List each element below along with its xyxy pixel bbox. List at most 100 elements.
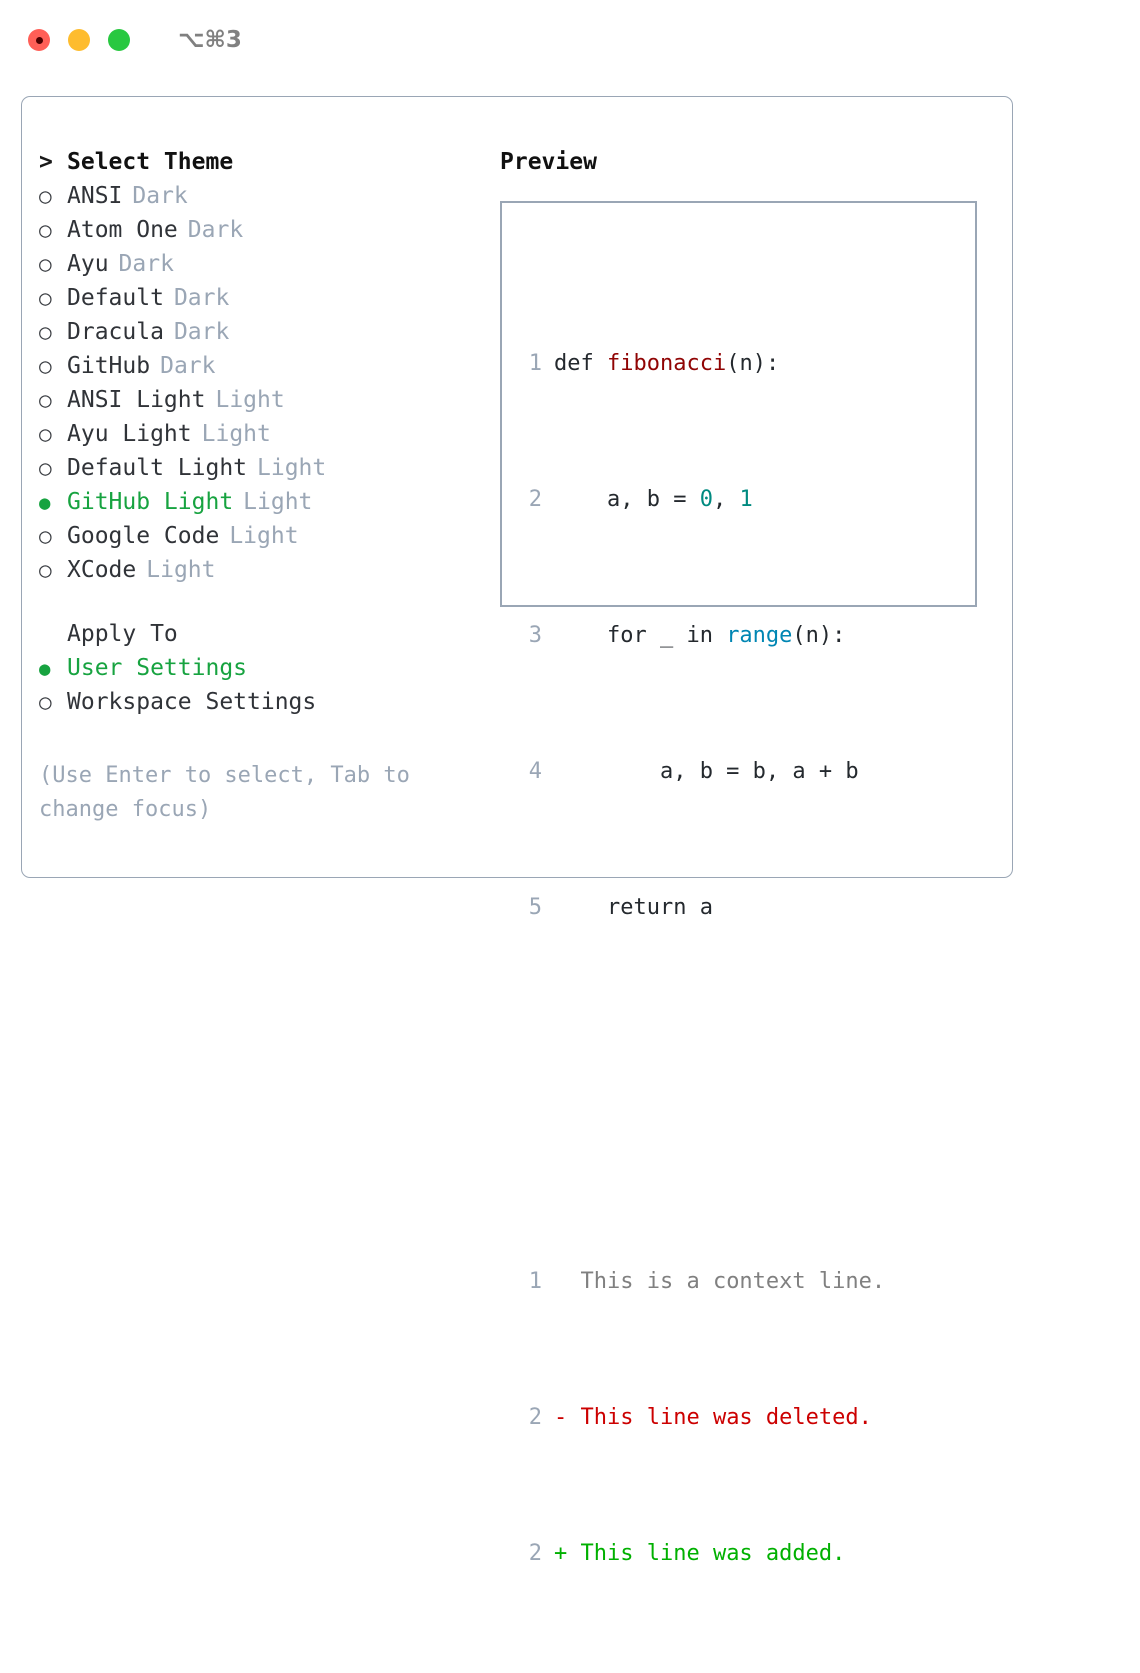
traffic-light-group — [28, 29, 130, 51]
code-blank-line — [516, 1027, 885, 1061]
code-token: (n): — [726, 351, 780, 376]
theme-option-label: XCode — [67, 557, 137, 583]
theme-option-tag: Light — [201, 421, 271, 447]
code-token: return a — [554, 895, 713, 920]
theme-option-default-dark[interactable]: ○ Default Dark — [39, 281, 479, 315]
theme-option-label: Default — [67, 285, 164, 311]
code-line: 3 for _ in range(n): — [516, 619, 885, 653]
radio-unselected-icon: ○ — [39, 184, 52, 208]
title-bar: ⌥⌘3 — [0, 0, 1140, 80]
radio-unselected-icon: ○ — [39, 286, 52, 310]
theme-option-label: Dracula — [67, 319, 164, 345]
maximize-window-button[interactable] — [108, 29, 130, 51]
theme-option-default-light[interactable]: ○ Default Light Light — [39, 451, 479, 485]
theme-option-xcode[interactable]: ○ XCode Light — [39, 553, 479, 587]
code-line: 5 return a — [516, 891, 885, 925]
diff-marker: - — [554, 1405, 568, 1430]
code-token: a, b = b, a + b — [554, 759, 859, 784]
theme-option-label: Default Light — [67, 455, 248, 481]
line-number: 2 — [528, 1541, 542, 1566]
radio-unselected-icon: ○ — [39, 690, 52, 714]
code-token: for _ in — [554, 623, 727, 648]
diff-line-context: 1 This is a context line. — [516, 1265, 885, 1299]
line-number: 2 — [528, 1405, 542, 1430]
theme-option-dracula-dark[interactable]: ○ Dracula Dark — [39, 315, 479, 349]
radio-unselected-icon: ○ — [39, 354, 52, 378]
theme-option-ayu-light[interactable]: ○ Ayu Light Light — [39, 417, 479, 451]
apply-to-option-label: Workspace Settings — [67, 689, 317, 715]
radio-selected-icon: ● — [39, 658, 51, 680]
theme-option-tag: Dark — [160, 353, 216, 379]
code-token: (n): — [792, 623, 846, 648]
theme-picker-panel: > Select Theme ○ ANSI Dark ○ Atom One Da… — [39, 145, 479, 719]
apply-to-header: Apply To — [39, 617, 479, 651]
theme-option-label: Google Code — [67, 523, 220, 549]
diff-text: This line was added. — [567, 1541, 846, 1566]
theme-option-label: Atom One — [67, 217, 178, 243]
dialog-card: > Select Theme ○ ANSI Dark ○ Atom One Da… — [21, 96, 1013, 1566]
code-token: def — [554, 351, 607, 376]
apply-to-option-workspace-settings[interactable]: ○ Workspace Settings — [39, 685, 479, 719]
code-token-number: 1 — [739, 487, 753, 512]
caret-icon: > — [39, 149, 53, 175]
theme-option-github-light[interactable]: ● GitHub Light Light — [39, 485, 479, 519]
theme-option-tag: Dark — [187, 217, 244, 243]
theme-option-ayu-dark[interactable]: ○ Ayu Dark — [39, 247, 479, 281]
theme-option-tag: Dark — [173, 319, 230, 345]
close-active-dot-icon — [35, 36, 43, 44]
theme-option-label: ANSI Light — [67, 387, 206, 413]
radio-unselected-icon: ○ — [39, 218, 52, 242]
theme-option-github-dark[interactable]: ○ GitHub Dark — [39, 349, 479, 383]
line-number: 4 — [528, 759, 542, 784]
diff-line-added: 2 + This line was added. — [516, 1537, 885, 1571]
apply-to-option-user-settings[interactable]: ● User Settings — [39, 651, 479, 685]
diff-marker: + — [554, 1541, 568, 1566]
code-line: 2 a, b = 0, 1 — [516, 483, 885, 517]
theme-picker-header: > Select Theme — [39, 145, 479, 179]
theme-option-label: GitHub — [67, 353, 151, 379]
keyboard-hint-text: (Use Enter to select, Tab to change focu… — [39, 763, 424, 822]
close-window-button[interactable] — [28, 29, 50, 51]
diff-text: This is a context line. — [567, 1269, 886, 1294]
preview-title: Preview — [500, 149, 597, 175]
theme-option-google-code[interactable]: ○ Google Code Light — [39, 519, 479, 553]
radio-unselected-icon: ○ — [39, 524, 52, 548]
radio-unselected-icon: ○ — [39, 388, 52, 412]
theme-option-tag: Light — [243, 489, 313, 515]
diff-line-deleted: 2- This line was deleted. — [516, 1401, 885, 1435]
apply-to-title: Apply To — [67, 621, 178, 647]
code-token-number: 0 — [699, 487, 713, 512]
theme-option-label: ANSI — [67, 183, 123, 209]
code-line: 4 a, b = b, a + b — [516, 755, 885, 789]
theme-option-label: Ayu Light — [67, 421, 192, 447]
radio-unselected-icon: ○ — [39, 456, 52, 480]
theme-option-label: GitHub Light — [67, 489, 234, 515]
theme-option-tag: Light — [146, 557, 216, 583]
code-token: , — [712, 487, 740, 512]
radio-unselected-icon: ○ — [39, 252, 52, 276]
line-number: 1 — [528, 351, 542, 376]
theme-option-tag: Light — [229, 523, 299, 549]
window-title: ⌥⌘3 — [178, 26, 242, 53]
code-blank-line — [516, 1129, 885, 1163]
diff-text: This line was deleted. — [567, 1405, 872, 1430]
theme-option-tag: Dark — [118, 251, 174, 277]
apply-to-option-label: User Settings — [67, 655, 248, 681]
theme-option-atom-one-dark[interactable]: ○ Atom One Dark — [39, 213, 479, 247]
theme-option-ansi-light[interactable]: ○ ANSI Light Light — [39, 383, 479, 417]
radio-unselected-icon: ○ — [39, 422, 52, 446]
radio-unselected-icon: ○ — [39, 558, 52, 582]
code-token-builtin: range — [726, 623, 793, 648]
line-number: 5 — [528, 895, 542, 920]
theme-option-tag: Dark — [132, 183, 188, 209]
theme-option-label: Ayu — [67, 251, 109, 277]
theme-option-tag: Light — [215, 387, 285, 413]
diff-marker — [554, 1265, 567, 1299]
code-token-function: fibonacci — [606, 351, 727, 376]
theme-option-ansi-dark[interactable]: ○ ANSI Dark — [39, 179, 479, 213]
minimize-window-button[interactable] — [68, 29, 90, 51]
section-spacer — [39, 587, 479, 617]
line-number: 3 — [528, 623, 542, 648]
